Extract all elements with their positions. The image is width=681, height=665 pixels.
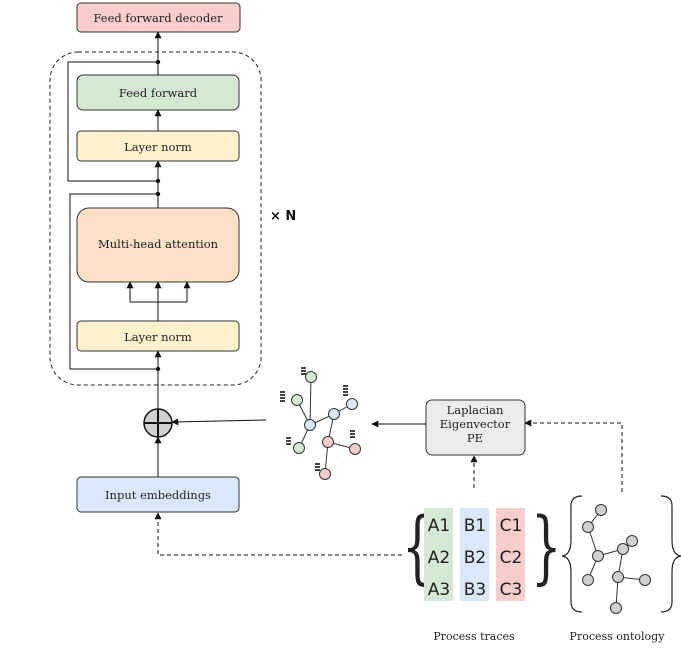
graph-node (319, 468, 331, 480)
laplacian-line-2: Eigenvector (440, 417, 511, 431)
right-brace-ontology (660, 495, 681, 613)
input-embeddings-label: Input embeddings (105, 488, 211, 502)
ontology-node (617, 543, 629, 555)
add-operator-icon (143, 408, 173, 438)
pe-vector-icons (280, 367, 355, 471)
ontology-node (639, 574, 651, 586)
graph-node (346, 398, 358, 410)
trace-cell: C1 (500, 516, 523, 536)
ontology-node (626, 535, 638, 547)
trace-cell: B1 (464, 516, 486, 536)
process-ontology (561, 495, 681, 614)
dashed-connectors (154, 419, 623, 556)
trace-cell: B2 (464, 548, 486, 568)
laplacian-line-3: PE (467, 431, 483, 445)
trace-column-c (496, 508, 525, 601)
trace-cell: C2 (500, 548, 523, 568)
graph-node (291, 394, 303, 406)
layer-norm-top-label: Layer norm (124, 140, 192, 154)
ontology-node (610, 602, 622, 614)
graph-node (304, 419, 316, 431)
graph-to-add-arrow (171, 418, 267, 426)
attention-label: Multi-head attention (98, 237, 219, 251)
ontology-node (595, 504, 607, 516)
ontology-node (582, 574, 594, 586)
trace-cell: A2 (428, 548, 450, 568)
junction-dots (155, 59, 161, 372)
layer-norm-bottom-label: Layer norm (124, 330, 192, 344)
main-flow-arrows (67, 31, 191, 477)
traces-caption: Process traces (433, 630, 515, 643)
trace-cell: A1 (428, 516, 450, 536)
laplacian-line-1: Laplacian (447, 403, 504, 417)
trace-column-b (460, 508, 489, 601)
decoder-label: Feed forward decoder (93, 11, 223, 25)
trace-column-a (424, 508, 453, 601)
ontology-node (612, 571, 624, 583)
graph-node (349, 443, 361, 455)
repeat-label: × N (270, 209, 296, 224)
ontology-node (592, 550, 604, 562)
trace-cell: C3 (500, 580, 523, 600)
trace-cell: A3 (428, 580, 450, 600)
graph-node (293, 442, 305, 454)
feed-forward-label: Feed forward (119, 86, 198, 100)
laplacian-pe-box (425, 399, 526, 456)
graph-node (328, 408, 340, 420)
ontology-caption: Process ontology (570, 630, 666, 643)
graph-node (305, 371, 317, 383)
left-brace-ontology (561, 495, 583, 613)
right-brace-traces: } (531, 500, 562, 593)
ontology-node (582, 521, 594, 533)
pe-graph-nodes (291, 371, 361, 480)
trace-cell: B3 (464, 580, 486, 600)
encoder-block-container (49, 51, 262, 386)
graph-node (322, 436, 334, 448)
process-traces: { } A1 A2 A3 B1 B2 B3 C1 C2 C3 (402, 500, 562, 601)
